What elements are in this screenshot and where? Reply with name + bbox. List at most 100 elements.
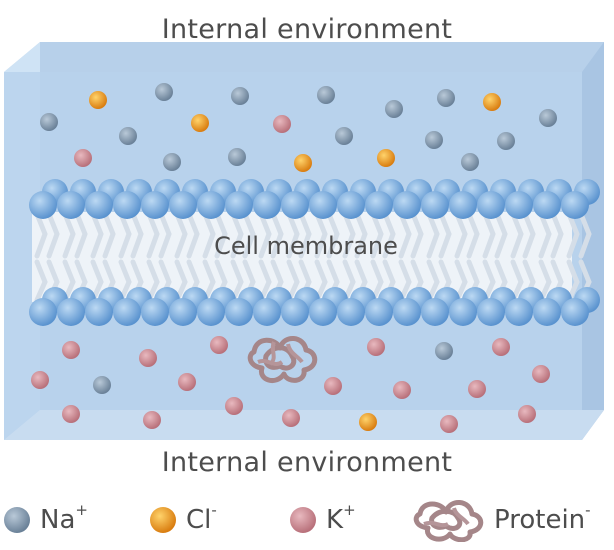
k-ion — [210, 336, 228, 354]
lipid-tail — [90, 211, 104, 259]
lipid-head — [281, 298, 309, 326]
legend-item-protein: Protein- — [410, 500, 591, 542]
legend-label-k: K+ — [326, 501, 356, 535]
lipid-tail — [482, 259, 496, 303]
lipid-tail — [158, 211, 172, 259]
lipid-tail — [270, 211, 284, 259]
na-ion-icon — [4, 507, 30, 533]
top-environment-label: Internal environment — [161, 14, 453, 45]
lipid-tail — [62, 211, 76, 259]
lipid-tail — [370, 259, 384, 303]
cl-ion — [191, 114, 209, 132]
lipid-tail — [354, 211, 368, 259]
lipid-head — [477, 191, 505, 219]
cl-ion — [483, 93, 501, 111]
lipid-head — [421, 298, 449, 326]
lipid-tail — [510, 259, 524, 303]
lipid-tail — [578, 211, 592, 259]
lipid-tail — [566, 259, 580, 303]
k-ion — [518, 405, 536, 423]
k-ion — [139, 349, 157, 367]
legend-item-k: K+ — [288, 500, 356, 540]
k-ion — [492, 338, 510, 356]
na-ion — [40, 113, 58, 131]
lipid-head — [477, 298, 505, 326]
lipid-head — [57, 298, 85, 326]
lipid-tail — [522, 211, 536, 259]
lipid-head — [141, 191, 169, 219]
k-ion — [62, 405, 80, 423]
lipid-head — [169, 298, 197, 326]
lipid-tail — [382, 211, 396, 259]
lipid-head — [309, 298, 337, 326]
cl-ion-icon — [150, 507, 176, 533]
lipid-head — [561, 191, 589, 219]
lipid-tail — [482, 211, 496, 259]
membrane-top-heads — [29, 191, 589, 219]
ions — [31, 83, 557, 433]
na-ion — [119, 127, 137, 145]
k-ion — [143, 411, 161, 429]
lipid-tail — [118, 211, 132, 259]
box-bottom-face — [4, 410, 604, 440]
lipid-tail — [370, 211, 384, 259]
lipid-tail — [214, 211, 228, 259]
lipid-head — [561, 298, 589, 326]
k-ion — [532, 365, 550, 383]
lipid-tail — [538, 211, 552, 259]
lipid-tail — [538, 259, 552, 303]
lipid-tail — [46, 211, 60, 259]
cl-ion — [377, 149, 395, 167]
lipid-tail — [130, 211, 144, 259]
lipid-tail — [426, 259, 440, 303]
lipid-head — [225, 191, 253, 219]
lipid-head — [85, 191, 113, 219]
lipid-head — [309, 191, 337, 219]
lipid-tail — [174, 259, 188, 303]
lipid-tail — [174, 211, 188, 259]
lipid-tail — [286, 211, 300, 259]
na-ion — [231, 87, 249, 105]
legend-label-protein: Protein- — [494, 501, 591, 535]
na-ion — [93, 376, 111, 394]
membrane-tails — [32, 211, 592, 303]
lipid-tail — [102, 211, 116, 259]
lipid-head — [449, 298, 477, 326]
lipid-tail — [202, 259, 216, 303]
box-right-face — [582, 42, 604, 440]
lipid-tail — [258, 259, 272, 303]
k-ion — [225, 397, 243, 415]
na-ion — [539, 109, 557, 127]
na-ion — [317, 86, 335, 104]
lipid-tail — [466, 211, 480, 259]
legend-label-na: Na+ — [40, 501, 88, 535]
k-ion — [74, 149, 92, 167]
lipid-tail — [398, 259, 412, 303]
lipid-head — [141, 298, 169, 326]
lipid-head — [365, 298, 393, 326]
k-ion — [273, 115, 291, 133]
lipid-tail — [426, 211, 440, 259]
lipid-head — [337, 191, 365, 219]
cl-ion — [359, 413, 377, 431]
legend-item-na: Na+ — [2, 500, 88, 540]
lipid-head — [365, 191, 393, 219]
k-ion — [324, 377, 342, 395]
k-ion — [178, 373, 196, 391]
lipid-tail — [258, 211, 272, 259]
na-ion — [155, 83, 173, 101]
lipid-tail — [314, 211, 328, 259]
cl-ion — [294, 154, 312, 172]
lipid-head — [169, 191, 197, 219]
na-ion — [425, 131, 443, 149]
cl-ion — [89, 91, 107, 109]
lipid-head — [29, 298, 57, 326]
k-ion-icon — [290, 507, 316, 533]
lipid-tail — [202, 211, 216, 259]
lipid-head — [253, 298, 281, 326]
lipid-tail — [34, 259, 48, 303]
na-ion — [437, 89, 455, 107]
lipid-tail — [118, 259, 132, 303]
k-ion — [468, 380, 486, 398]
na-ion — [461, 153, 479, 171]
